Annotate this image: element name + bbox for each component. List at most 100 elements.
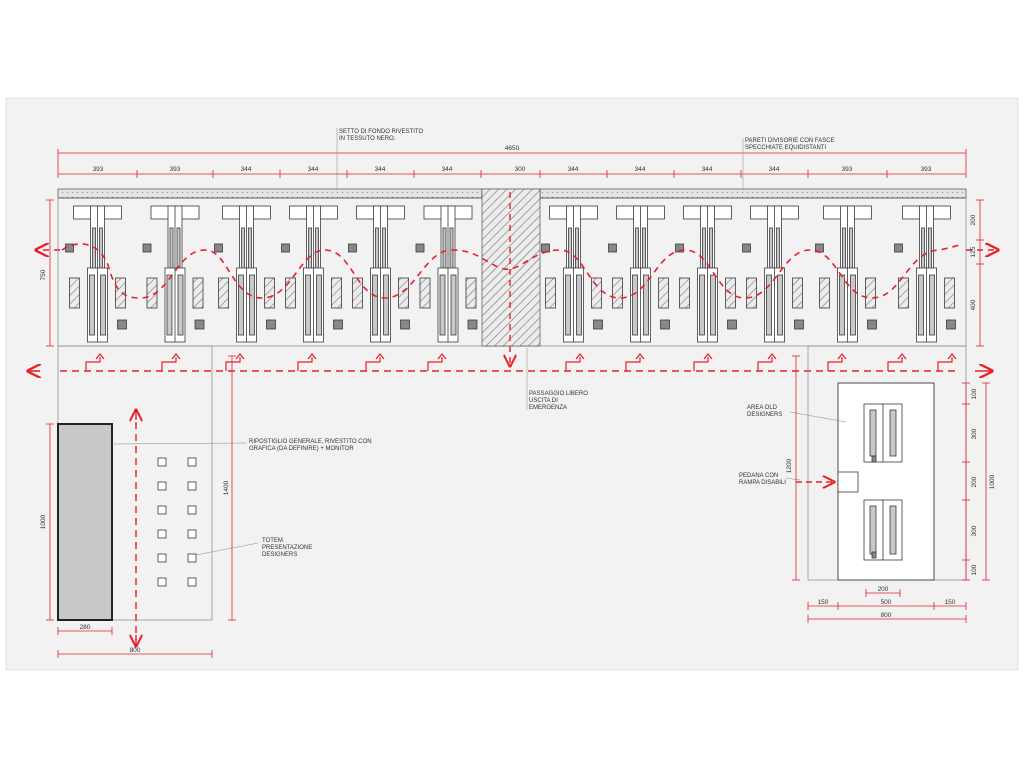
note-partitions: PARETI DIVISORIE CON FASCE SPECCHIATE EQ… xyxy=(742,138,835,195)
side-furniture xyxy=(115,277,126,309)
display-left xyxy=(565,274,571,336)
corridor-connector xyxy=(827,357,843,371)
corridor-connector xyxy=(625,357,641,371)
ramp xyxy=(837,471,859,493)
seat-block xyxy=(608,243,617,253)
side-furniture xyxy=(898,277,909,309)
dim-right-stack-2: 300 xyxy=(971,428,978,439)
display-right xyxy=(100,274,106,336)
dim-top-segments: 393 393 344 344 344 344 300 344 344 344 … xyxy=(93,166,932,173)
dim-storage-width: 280 xyxy=(80,624,91,631)
totem xyxy=(187,577,197,587)
side-furniture xyxy=(331,277,342,309)
note-platform: PEDANA CON RAMPA DISABILI xyxy=(739,473,801,486)
desk-group-upper xyxy=(863,403,903,463)
note-passage-line2: USCITA DI xyxy=(529,398,558,404)
dim-left-block-width: 800 xyxy=(130,647,141,654)
dim-seg-4: 344 xyxy=(308,166,319,173)
display-left xyxy=(839,274,845,336)
dim-right-block-height-group: 1200 xyxy=(786,355,800,581)
dim-seg-11: 344 xyxy=(769,166,780,173)
seat-block xyxy=(660,319,670,330)
side-furniture xyxy=(264,277,275,309)
seat-block xyxy=(333,319,343,330)
note-totem-line2: PRESENTAZIONE xyxy=(262,545,312,551)
totem xyxy=(157,481,167,491)
dim-seg-6: 344 xyxy=(442,166,453,173)
totem xyxy=(187,457,197,467)
dim-total-width: 4650 xyxy=(505,145,520,152)
note-partitions-line2: SPECCHIATE EQUIDISTANTI xyxy=(745,145,826,151)
desk-group-lower xyxy=(863,499,903,561)
note-back-wall-line1: SETTO DI FONDO RIVESTITO xyxy=(339,129,423,135)
dim-left-depth: 750 xyxy=(40,269,47,280)
seat-block xyxy=(742,243,751,253)
seat-block xyxy=(894,243,903,253)
display-left xyxy=(89,274,95,336)
side-furniture xyxy=(591,277,602,309)
dim-left-depth-group: 750 xyxy=(40,199,54,347)
seat-block xyxy=(194,319,205,330)
arrow-up-icon xyxy=(703,353,713,360)
dim-seg-7: 300 xyxy=(515,166,526,173)
corridor-connector xyxy=(161,357,177,371)
totem xyxy=(157,457,167,467)
totem xyxy=(157,505,167,515)
display-right xyxy=(177,274,184,336)
seat-block xyxy=(727,319,737,330)
stand-module xyxy=(894,205,956,343)
stand-module xyxy=(815,205,877,343)
stand-module xyxy=(348,205,410,343)
note-storage-line1: RIPOSTIGLIO GENERALE, RIVESTITO CON xyxy=(249,439,372,445)
corridor-connector xyxy=(693,357,709,371)
display-left xyxy=(166,274,173,336)
totem xyxy=(157,553,167,563)
display-right xyxy=(249,274,255,336)
dim-storage-width-group: 280 xyxy=(57,624,113,635)
seat-block xyxy=(415,243,425,253)
display-left xyxy=(766,274,772,336)
dim-right-depth-3: 400 xyxy=(970,299,977,310)
dim-left-block-height: 1400 xyxy=(223,480,230,495)
display-right xyxy=(777,274,783,336)
corridor-connector xyxy=(297,357,313,371)
side-furniture xyxy=(69,277,80,309)
dim-right-stack-3: 200 xyxy=(971,476,978,487)
dim-bottom-segments-group: 150 500 150 xyxy=(807,599,967,610)
arrow-up-icon xyxy=(635,353,645,360)
dim-bottom-seg-2: 500 xyxy=(881,599,892,606)
corridor-connector xyxy=(565,357,581,371)
dim-storage-depth-group: 1000 xyxy=(40,423,54,621)
note-passage-line3: EMERGENZA xyxy=(529,405,567,411)
display-right xyxy=(383,274,389,336)
arrow-up-icon xyxy=(837,353,847,360)
arrow-up-icon xyxy=(307,353,317,360)
display-left xyxy=(699,274,705,336)
seat-block xyxy=(593,319,603,330)
arrow-up-icon xyxy=(171,353,181,360)
totem xyxy=(187,529,197,539)
seat-block xyxy=(214,243,223,253)
totem-grid xyxy=(157,457,197,587)
note-partitions-line1: PARETI DIVISORIE CON FASCE xyxy=(745,138,835,144)
side-furniture xyxy=(545,277,556,309)
side-furniture xyxy=(658,277,669,309)
dim-left-block-height-group: 1400 xyxy=(223,355,236,621)
stand-module xyxy=(742,205,804,343)
corridor-connector xyxy=(365,357,381,371)
display-left xyxy=(372,274,378,336)
top-dimensions xyxy=(57,149,967,178)
stand-module xyxy=(675,205,737,343)
dim-seg-9: 344 xyxy=(635,166,646,173)
dim-storage-depth: 1000 xyxy=(40,514,47,529)
display-left xyxy=(632,274,638,336)
display-right xyxy=(450,274,457,336)
side-furniture xyxy=(465,277,477,309)
totem xyxy=(157,577,167,587)
side-furniture xyxy=(944,277,955,309)
dim-right-depth-2: 125 xyxy=(970,246,977,257)
display-right xyxy=(316,274,322,336)
dim-seg-1: 393 xyxy=(93,166,104,173)
display-left xyxy=(238,274,244,336)
